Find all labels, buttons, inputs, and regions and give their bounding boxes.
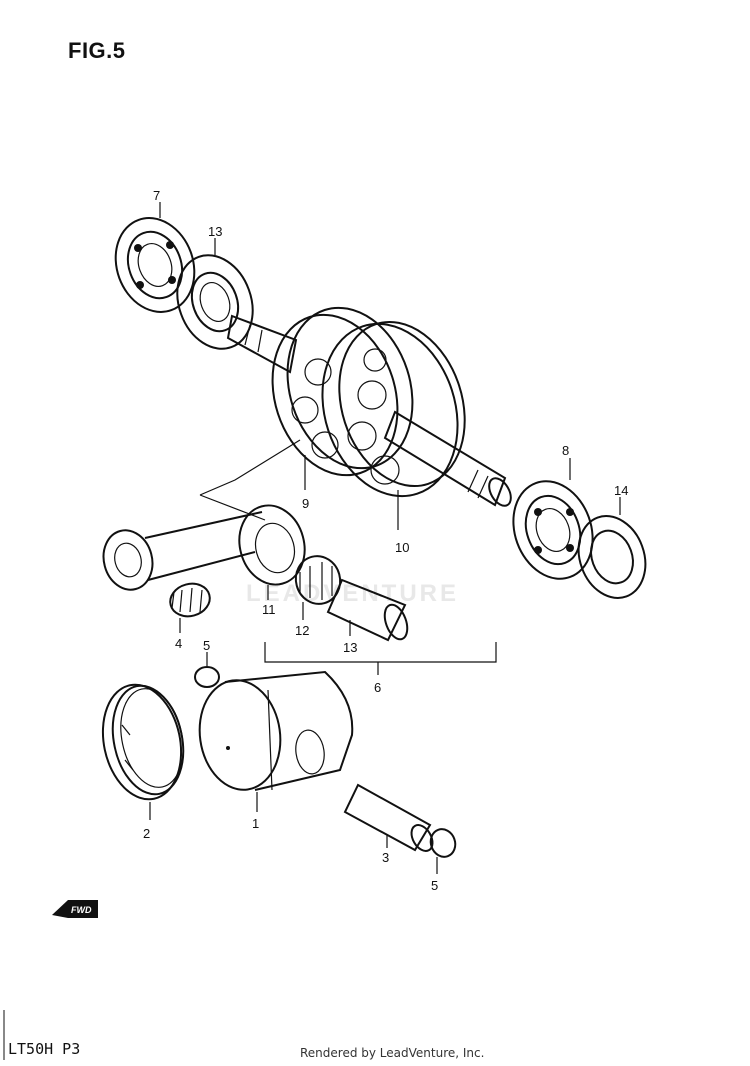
footer-credit: Rendered by LeadVenture, Inc. <box>300 1046 485 1060</box>
callout-connecting-rod: 11 <box>262 602 276 617</box>
callout-big-end-bearing: 4 <box>175 636 182 651</box>
bearing-left-drawing[interactable] <box>103 207 207 323</box>
connecting-rod-drawing[interactable] <box>97 498 313 595</box>
callout-circlip-bottom: 5 <box>431 878 438 893</box>
callout-piston-ring-set: 2 <box>143 826 150 841</box>
callout-right-crank-web: 10 <box>395 540 409 555</box>
right-crank-web-drawing[interactable] <box>301 306 485 514</box>
circlip-top-drawing[interactable] <box>194 666 220 688</box>
circlip-bottom-drawing[interactable] <box>427 826 459 861</box>
callout-left-crank-web: 9 <box>302 496 309 511</box>
piston-ring-set-drawing[interactable] <box>93 677 193 806</box>
model-code: LT50H P3 <box>8 1040 81 1058</box>
callout-crank-pin: 13 <box>343 640 357 655</box>
callout-circlip-top: 5 <box>203 638 210 653</box>
bearing-right-drawing[interactable] <box>500 470 606 590</box>
forward-arrow-icon: FWD <box>52 900 98 918</box>
callout-bearing-left: 7 <box>153 188 160 203</box>
crank-shaft-left <box>226 314 298 374</box>
oil-seal-right-drawing[interactable] <box>568 507 657 608</box>
small-end-bearing-drawing[interactable] <box>291 551 346 609</box>
crank-shaft-right <box>383 410 512 507</box>
oil-seal-left-drawing[interactable] <box>165 245 265 360</box>
callout-crankshaft-assembly: 6 <box>374 680 381 695</box>
crank-pin-drawing[interactable] <box>326 578 412 642</box>
callout-oil-seal-left: 13 <box>208 224 222 239</box>
crankshaft-assembly-bracket <box>264 642 497 663</box>
callout-piston: 1 <box>252 816 259 831</box>
callout-oil-seal-right: 14 <box>614 483 628 498</box>
left-crank-web-drawing[interactable] <box>253 291 433 491</box>
piston-pin-drawing[interactable] <box>343 783 437 855</box>
piston-drawing[interactable] <box>193 670 354 795</box>
callout-piston-pin: 3 <box>382 850 389 865</box>
callout-small-end-bearing: 12 <box>295 623 309 638</box>
figure-title: FIG.5 <box>68 38 126 63</box>
big-end-bearing-drawing[interactable] <box>167 579 214 620</box>
callout-bearing-right: 8 <box>562 443 569 458</box>
forward-label: FWD <box>71 905 92 915</box>
